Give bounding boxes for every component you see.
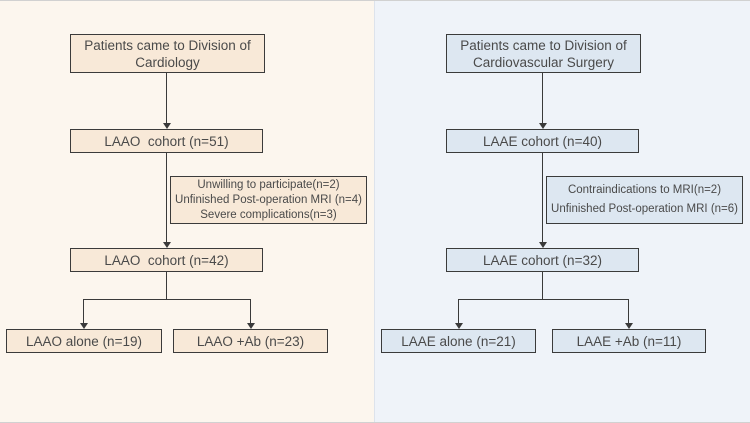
arrow-down-icon xyxy=(163,123,171,129)
cardiology-source-box: Patients came to Division of Cardiology xyxy=(70,34,265,73)
flow-line xyxy=(166,272,168,300)
arrow-down-icon xyxy=(455,323,463,329)
arrow-down-icon xyxy=(80,323,88,329)
laae-alone-box: LAAE alone (n=21) xyxy=(381,329,536,353)
laao-ab-box: LAAO +Ab (n=23) xyxy=(173,329,328,353)
flow-line xyxy=(166,73,168,123)
surgery-source-box: Patients came to Division of Cardiovascu… xyxy=(446,34,641,73)
arrow-down-icon xyxy=(625,323,633,329)
arrow-down-icon xyxy=(163,242,171,248)
flow-line xyxy=(166,153,168,242)
laae-ab-box: LAAE +Ab (n=11) xyxy=(552,329,706,353)
laao-cohort-final-box: LAAO cohort (n=42) xyxy=(70,248,263,272)
laae-exclusions-box: Contraindications to MRI(n=2) Unfinished… xyxy=(546,176,743,224)
flow-line xyxy=(458,299,629,301)
arrow-down-icon xyxy=(539,242,547,248)
flow-line xyxy=(542,153,544,242)
arrow-down-icon xyxy=(539,123,547,129)
laae-cohort-final-box: LAAE cohort (n=32) xyxy=(446,248,639,272)
flow-line xyxy=(250,299,252,323)
laae-panel: Patients came to Division of Cardiovascu… xyxy=(374,1,750,422)
arrow-down-icon xyxy=(247,323,255,329)
laao-panel: Patients came to Division of Cardiology … xyxy=(0,1,374,422)
flow-line xyxy=(83,299,251,301)
flow-line xyxy=(542,73,544,123)
laae-cohort-initial-box: LAAE cohort (n=40) xyxy=(446,129,639,153)
flow-line xyxy=(458,299,460,323)
laao-cohort-initial-box: LAAO cohort (n=51) xyxy=(70,129,263,153)
laao-alone-box: LAAO alone (n=19) xyxy=(6,329,162,353)
laao-exclusions-box: Unwilling to participate(n=2) Unfinished… xyxy=(170,176,367,224)
flow-line xyxy=(83,299,85,323)
flow-line xyxy=(542,272,544,300)
flow-line xyxy=(628,299,630,323)
